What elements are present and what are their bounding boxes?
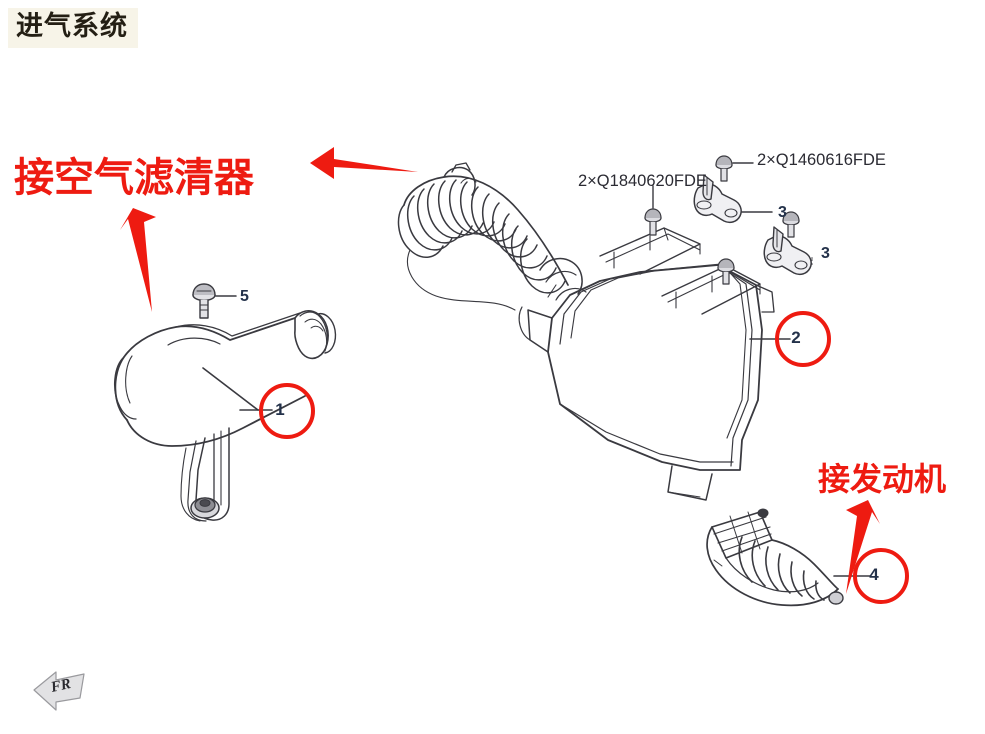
bolt-q1840620-b	[717, 258, 735, 285]
page-title: 进气系统	[8, 8, 138, 48]
part-4-engine-elbow	[706, 508, 844, 607]
red-arrow-up-left	[120, 208, 156, 312]
part-code-q1460616fde: 2×Q1460616FDE	[757, 151, 886, 169]
red-arrow-to-air-filter-label	[310, 147, 418, 179]
bolt-5	[192, 283, 237, 319]
red-arrow-to-engine-label	[846, 500, 880, 594]
callout-5: 5	[240, 288, 249, 305]
part-2-air-filter-assembly	[397, 162, 775, 501]
svg-text:FR: FR	[49, 676, 73, 696]
annotation-label-engine: 接发动机	[818, 460, 947, 498]
bolt-q1460616-a	[715, 155, 754, 182]
part-code-q1840620fde: 2×Q1840620FDE	[578, 172, 707, 190]
bracket-clip-lower	[763, 226, 813, 276]
callout-3-lower: 3	[821, 245, 830, 262]
bolt-hardware-group	[644, 155, 800, 285]
callout-4-circle: 4	[853, 548, 909, 604]
corrugated-hose	[397, 162, 587, 311]
bracket-clip-upper	[693, 174, 773, 224]
fr-orientation-marker: FR	[33, 671, 85, 711]
callout-2-circle: 2	[775, 311, 831, 367]
bolt-q1840620-a	[644, 185, 662, 236]
callout-3-upper: 3	[778, 204, 787, 221]
annotation-label-air-filter: 接空气滤清器	[14, 155, 254, 201]
bolt-q1460616-b	[782, 211, 800, 238]
part-1-intake-duct	[114, 309, 337, 522]
red-annotation-arrows	[120, 147, 880, 594]
callout-1-circle: 1	[259, 383, 315, 439]
